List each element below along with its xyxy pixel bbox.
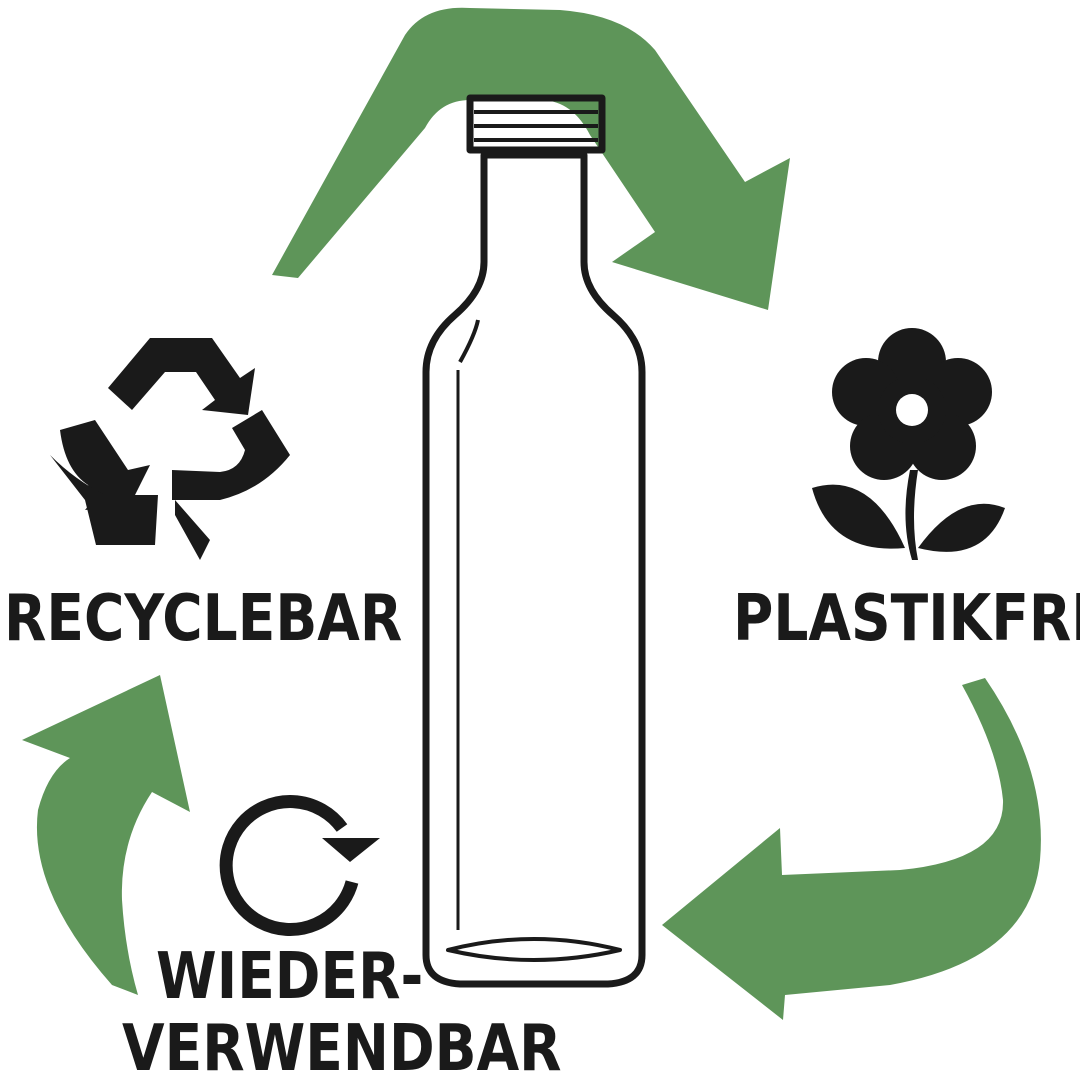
cycle-arrow-left	[22, 675, 190, 995]
recycle-icon	[50, 338, 290, 560]
refresh-icon	[219, 795, 380, 936]
label-plastic-free: PLASTIKFREI	[733, 582, 1080, 656]
label-recyclable: RECYCLEBAR	[4, 582, 403, 656]
glass-bottle	[422, 94, 646, 988]
label-reusable-line2: VERWENDBAR	[122, 1012, 562, 1086]
cycle-arrow-top	[272, 7, 790, 311]
flower-icon	[812, 328, 1005, 560]
label-reusable-line1: WIEDER-	[156, 940, 424, 1014]
cycle-arrow-right	[662, 678, 1041, 1020]
